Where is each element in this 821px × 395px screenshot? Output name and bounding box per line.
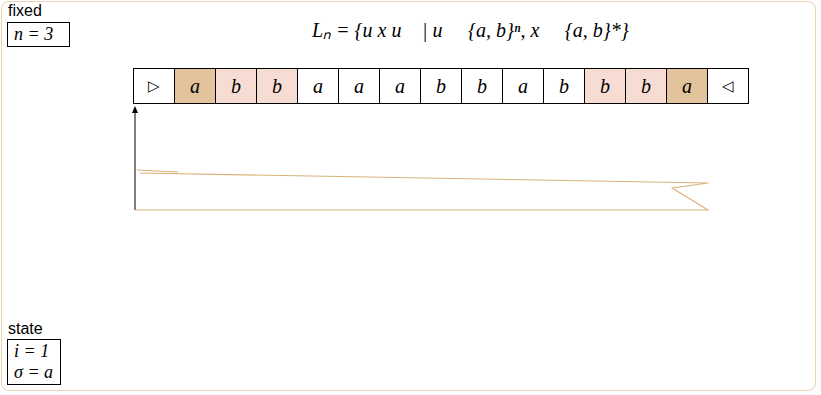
head-pointer bbox=[135, 110, 136, 210]
tape-cell: ◁ bbox=[707, 68, 749, 104]
tape-symbol: b bbox=[436, 75, 446, 97]
tape-cell: b bbox=[461, 68, 503, 104]
state-value: i = 1 bbox=[14, 341, 54, 362]
tape-cell: a bbox=[502, 68, 544, 104]
tape-symbol: a bbox=[354, 75, 364, 97]
tape-symbol: b bbox=[559, 75, 569, 97]
tape-symbol: b bbox=[600, 75, 610, 97]
tape-cell: ▷ bbox=[133, 68, 175, 104]
tape-cell: a bbox=[174, 68, 216, 104]
tape-symbol: a bbox=[395, 75, 405, 97]
tape-cell: a bbox=[338, 68, 380, 104]
state-box: i = 1σ = a bbox=[7, 339, 61, 385]
tape-cell: b bbox=[215, 68, 257, 104]
tape-cell: b bbox=[420, 68, 462, 104]
tape-cell: b bbox=[256, 68, 298, 104]
tape-cell: b bbox=[543, 68, 585, 104]
tape-cell: b bbox=[625, 68, 667, 104]
formula-title: Lₙ = {u x u⃖ | u ∈ {a, b}ⁿ, x ∈ {a, b}*} bbox=[312, 16, 629, 43]
tape-symbol: b bbox=[641, 75, 651, 97]
tape-cell: a bbox=[379, 68, 421, 104]
tape-cell: a bbox=[666, 68, 708, 104]
box-heading: fixed bbox=[8, 2, 42, 20]
head-movement-scribble bbox=[135, 170, 708, 210]
state-value: n = 3 bbox=[14, 24, 63, 45]
tape-symbol: ◁ bbox=[722, 78, 734, 94]
tape-symbol: b bbox=[477, 75, 487, 97]
head-pointer-tip bbox=[132, 106, 138, 113]
box-heading: state bbox=[8, 320, 43, 338]
tape-symbol: a bbox=[190, 75, 200, 97]
tape-symbol: b bbox=[231, 75, 241, 97]
tape-symbol: ▷ bbox=[148, 78, 160, 94]
tape-symbol: a bbox=[313, 75, 323, 97]
tape-cell: b bbox=[584, 68, 626, 104]
state-value: σ = a bbox=[14, 362, 54, 383]
tape-symbol: a bbox=[682, 75, 692, 97]
tape-cell: a bbox=[297, 68, 339, 104]
tape-symbol: b bbox=[272, 75, 282, 97]
tape-symbol: a bbox=[518, 75, 528, 97]
fixed-parameter-box: n = 3 bbox=[7, 22, 70, 47]
